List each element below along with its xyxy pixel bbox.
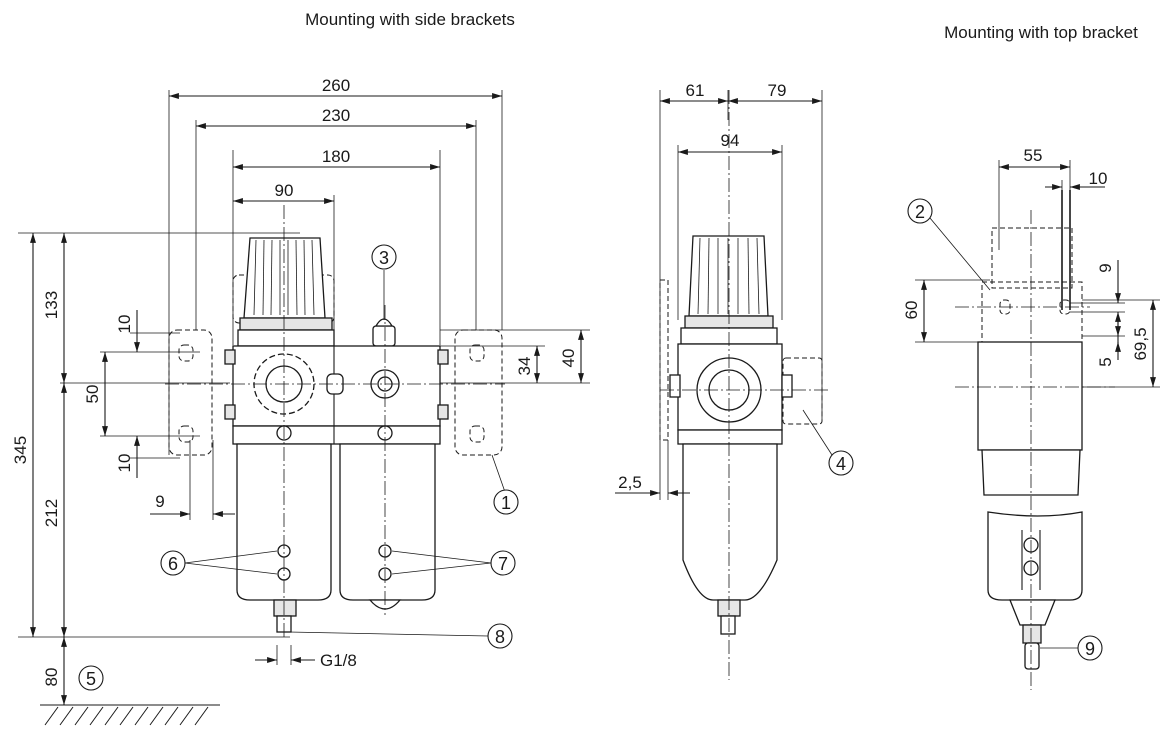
svg-text:1: 1 bbox=[501, 493, 511, 513]
svg-text:2: 2 bbox=[915, 202, 925, 222]
callout-7: 7 bbox=[490, 550, 516, 576]
dim-230: 230 bbox=[322, 106, 350, 125]
svg-text:9: 9 bbox=[1085, 639, 1095, 659]
dim-61: 61 bbox=[686, 81, 705, 100]
dim-260: 260 bbox=[322, 76, 350, 95]
dim-60: 60 bbox=[902, 301, 921, 320]
dim-133: 133 bbox=[42, 291, 61, 319]
svg-text:7: 7 bbox=[498, 554, 508, 574]
dim-345: 345 bbox=[11, 436, 30, 464]
dim-80: 80 bbox=[42, 668, 61, 687]
dim-90: 90 bbox=[275, 181, 294, 200]
title-side-brackets: Mounting with side brackets bbox=[305, 10, 515, 29]
callout-1: 1 bbox=[493, 489, 519, 515]
svg-text:6: 6 bbox=[168, 554, 178, 574]
dim-94: 94 bbox=[721, 131, 740, 150]
dim-10-upper: 10 bbox=[115, 315, 134, 334]
dim-10-lower: 10 bbox=[115, 454, 134, 473]
dim-5: 5 bbox=[1096, 357, 1115, 366]
top-bracket-view: 55 10 60 9 6 bbox=[902, 146, 1160, 690]
callout-3: 3 bbox=[371, 244, 397, 270]
dim-9: 9 bbox=[155, 492, 164, 511]
dim-69-5: 69,5 bbox=[1131, 327, 1150, 360]
front-view: 260 230 180 90 345 133 212 80 50 10 10 9 bbox=[11, 76, 590, 726]
svg-text:4: 4 bbox=[836, 454, 846, 474]
dim-g1-8: G1/8 bbox=[320, 651, 357, 670]
svg-text:8: 8 bbox=[495, 627, 505, 647]
callout-4: 4 bbox=[828, 450, 854, 476]
title-top-bracket: Mounting with top bracket bbox=[944, 23, 1138, 42]
callout-2: 2 bbox=[907, 198, 933, 224]
dim-180: 180 bbox=[322, 147, 350, 166]
dim-212: 212 bbox=[42, 499, 61, 527]
svg-text:3: 3 bbox=[379, 248, 389, 268]
dim-40: 40 bbox=[559, 349, 578, 368]
dim-55: 55 bbox=[1024, 146, 1043, 165]
dim-79: 79 bbox=[768, 81, 787, 100]
callout-5: 5 bbox=[78, 665, 104, 691]
dim-50: 50 bbox=[83, 385, 102, 404]
svg-text:5: 5 bbox=[86, 669, 96, 689]
callout-9: 9 bbox=[1077, 635, 1103, 661]
dim-34: 34 bbox=[515, 357, 534, 376]
dim-2-5: 2,5 bbox=[618, 473, 642, 492]
callout-8: 8 bbox=[487, 623, 513, 649]
side-view: 61 79 94 2,5 bbox=[615, 81, 833, 680]
callout-6: 6 bbox=[160, 550, 186, 576]
dim-10-top: 10 bbox=[1089, 169, 1108, 188]
dim-9-vertical: 9 bbox=[1096, 263, 1115, 272]
